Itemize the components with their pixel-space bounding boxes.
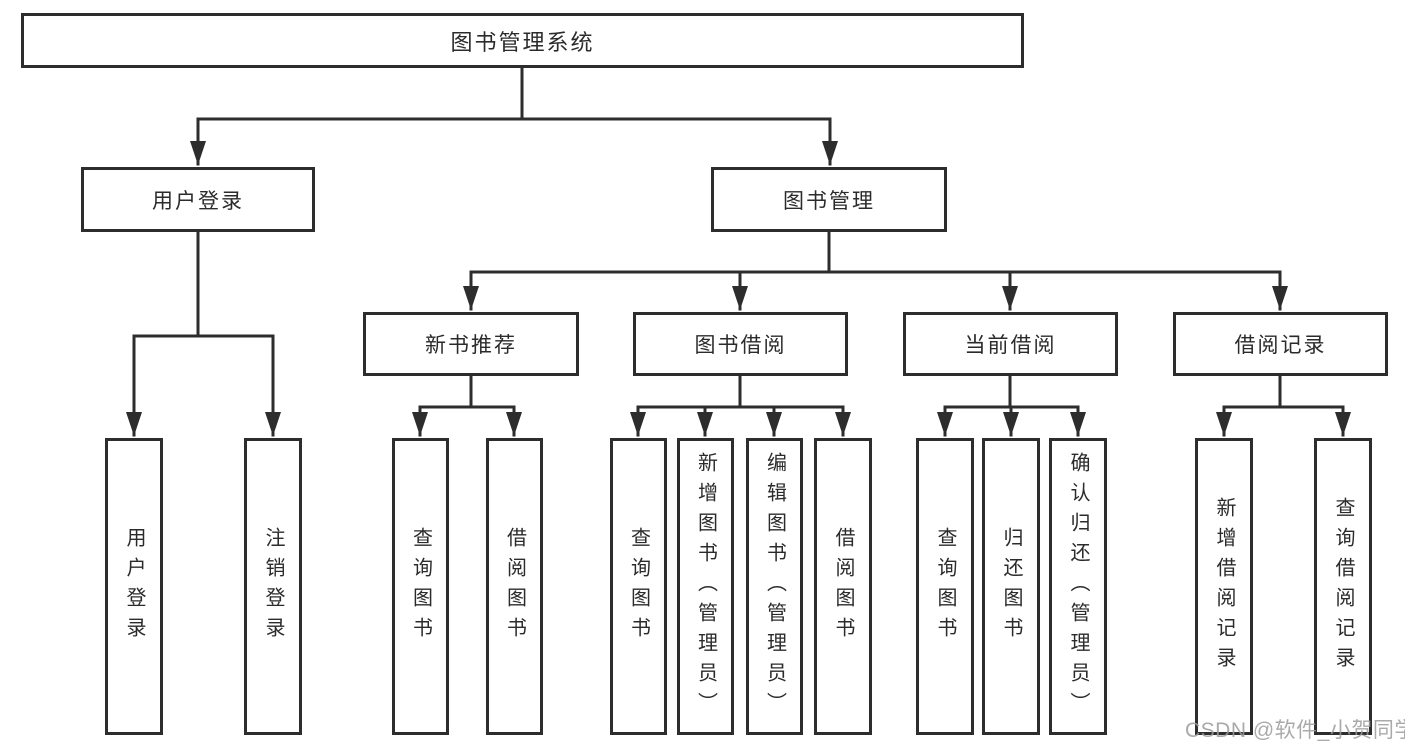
node-label: 新增图书（管理员）	[694, 451, 717, 722]
node-label: 注销登录	[262, 526, 284, 647]
node-label: 新增借阅记录	[1213, 496, 1235, 677]
node-label: 图书管理	[783, 189, 875, 213]
node-label: 用户登录	[152, 189, 244, 213]
leaf-add-book-admin: 新增图书（管理员）	[677, 438, 734, 735]
leaf-edit-book-admin: 编辑图书（管理员）	[746, 438, 803, 735]
node-new-book-recommend: 新书推荐	[363, 312, 579, 376]
leaf-confirm-return-admin: 确认归还（管理员）	[1049, 438, 1107, 735]
node-label: 查询图书	[934, 526, 956, 647]
node-label: 当前借阅	[964, 334, 1057, 357]
node-borrowing-records: 借阅记录	[1173, 312, 1388, 376]
node-label: 图书管理系统	[450, 29, 595, 55]
leaf-query-books-recommend: 查询图书	[392, 438, 449, 735]
node-label: 归还图书	[1000, 526, 1022, 647]
node-label: 确认归还（管理员）	[1067, 451, 1089, 722]
node-label: 借阅图书	[832, 526, 854, 647]
node-book-management: 图书管理	[711, 167, 947, 232]
leaf-query-books-borrow: 查询图书	[610, 438, 667, 735]
node-label: 查询图书	[409, 526, 432, 647]
leaf-query-books-current: 查询图书	[916, 438, 974, 735]
node-user-login: 用户登录	[81, 167, 315, 232]
node-current-borrowing: 当前借阅	[903, 312, 1118, 376]
leaf-query-borrow-record: 查询借阅记录	[1314, 438, 1372, 735]
leaf-add-borrow-record: 新增借阅记录	[1195, 438, 1253, 735]
node-label: 图书借阅	[694, 334, 787, 357]
leaf-borrow-books: 借阅图书	[814, 438, 872, 735]
node-label: 查询借阅记录	[1332, 496, 1354, 677]
node-label: 查询图书	[627, 526, 650, 647]
leaf-user-login: 用户登录	[105, 438, 163, 735]
node-label: 新书推荐	[425, 334, 517, 357]
node-book-borrowing: 图书借阅	[633, 312, 848, 376]
csdn-watermark: CSDN @软件_小贺同学	[1185, 719, 1405, 742]
leaf-return-book: 归还图书	[982, 438, 1040, 735]
node-label: 用户登录	[123, 526, 145, 647]
node-label: 借阅记录	[1234, 334, 1327, 357]
node-root: 图书管理系统	[21, 13, 1024, 68]
node-label: 借阅图书	[503, 526, 526, 647]
node-label: 编辑图书（管理员）	[763, 451, 786, 722]
leaf-logout: 注销登录	[244, 438, 302, 735]
leaf-borrow-books-recommend: 借阅图书	[486, 438, 543, 735]
